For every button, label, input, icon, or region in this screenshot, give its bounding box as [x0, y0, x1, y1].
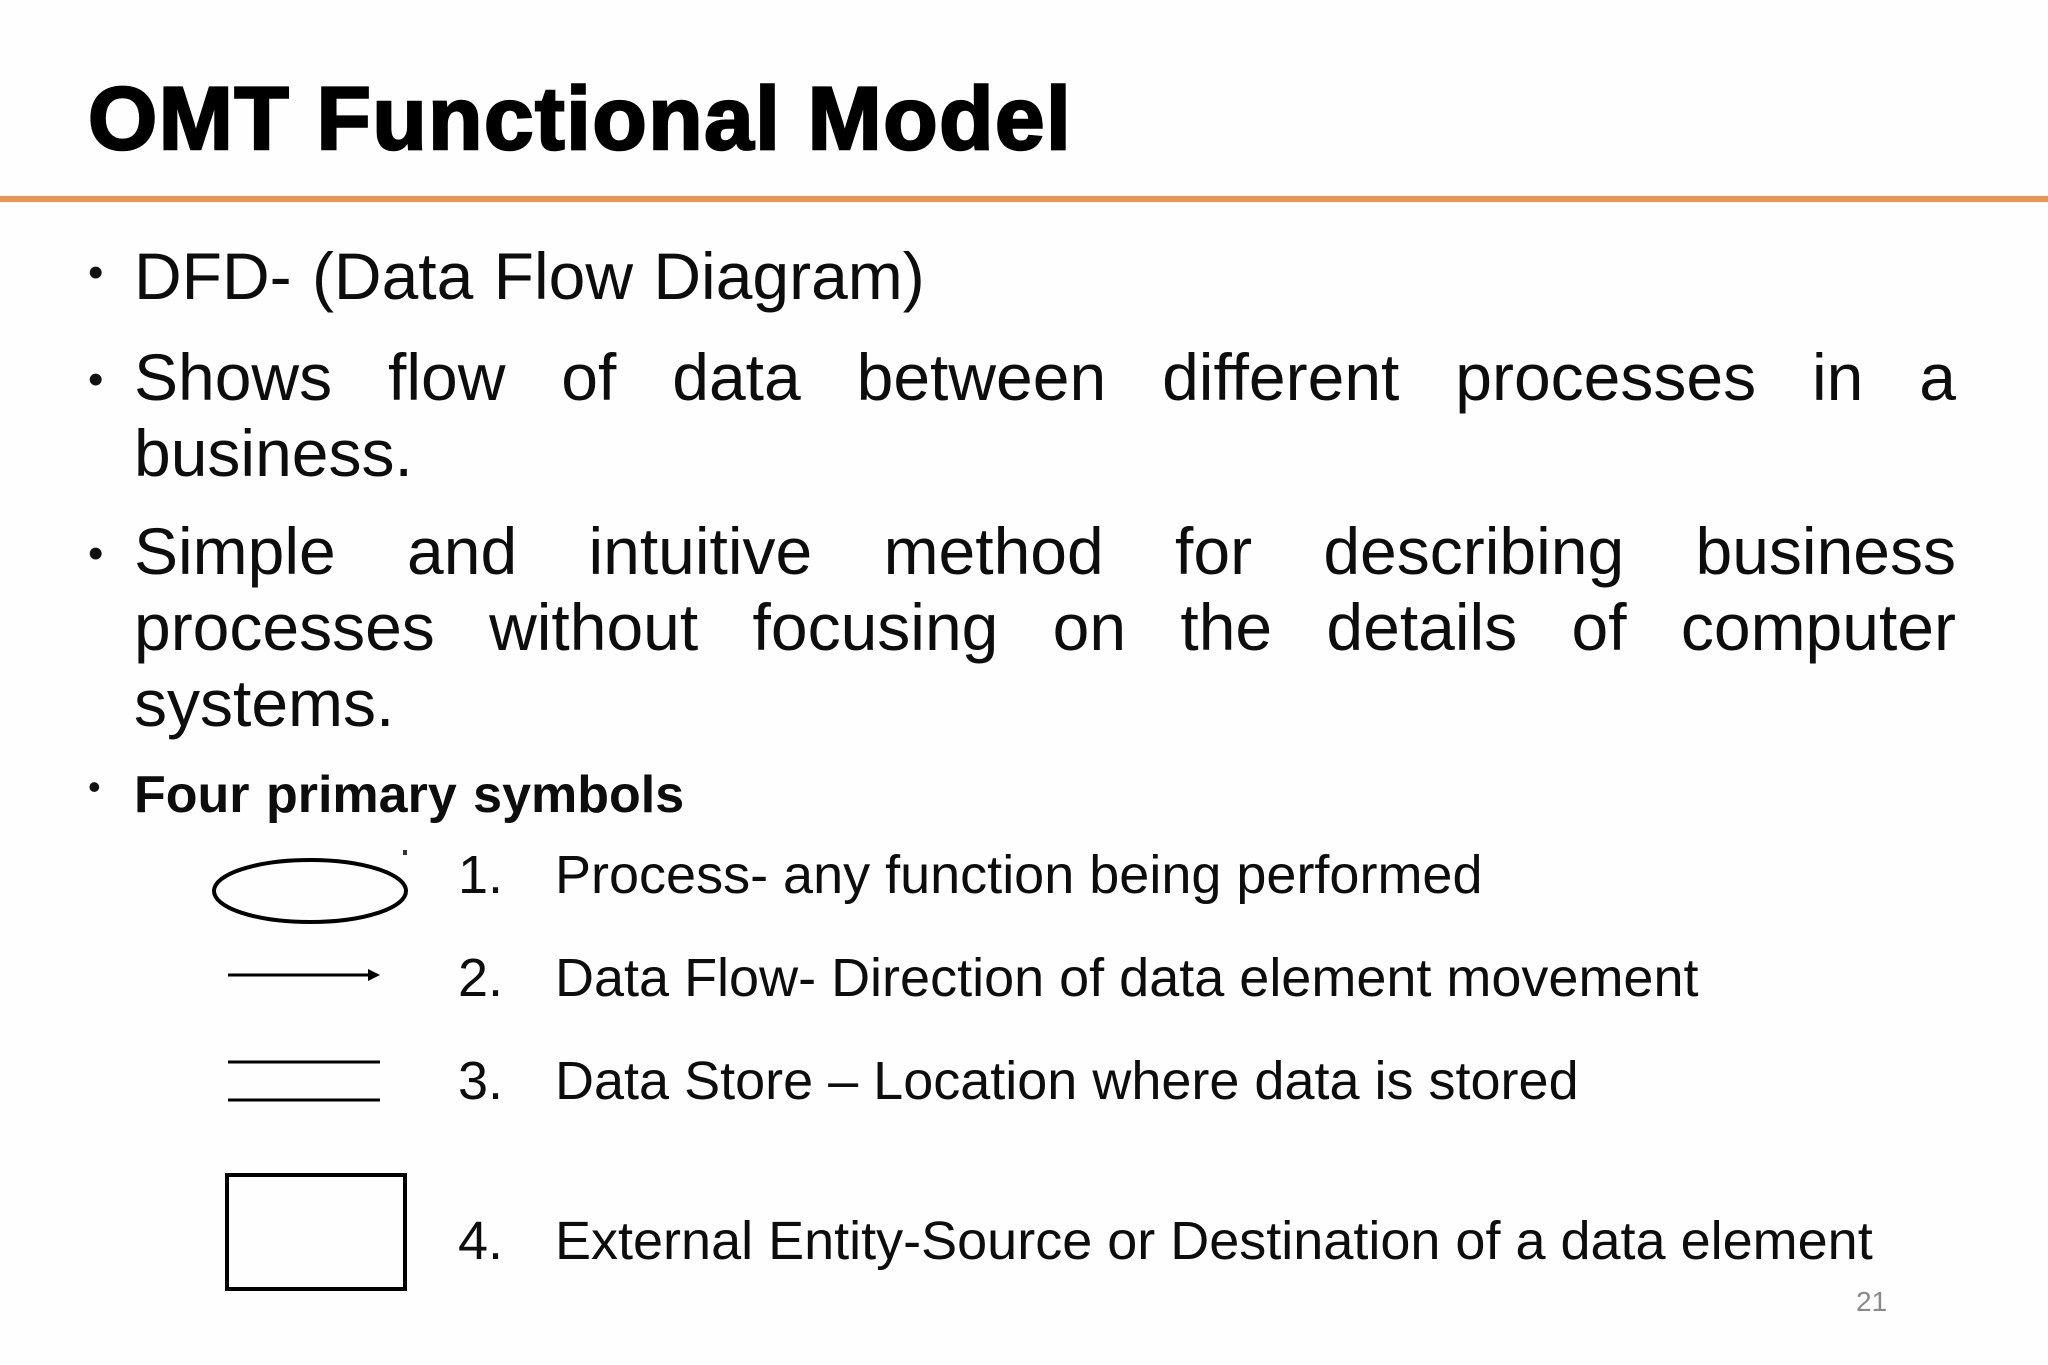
symbol-label: Data Flow- Direction of data element mov…: [555, 948, 1699, 1008]
arrow-right-icon: [228, 969, 380, 981]
parallel-lines-icon: [228, 1060, 380, 1102]
symbol-label: Process- any function being performed: [555, 845, 1483, 905]
symbol-number: 4.: [458, 1211, 504, 1271]
symbol-item-process: 1. Process- any function being performed: [458, 844, 1483, 906]
bullet-marker: •: [88, 355, 104, 404]
rectangle-icon: [225, 1173, 407, 1291]
title-divider: [0, 196, 2048, 202]
symbol-number: 1.: [458, 845, 504, 905]
page-number: 21: [1856, 1286, 1888, 1317]
slide-title: OMT Functional Model: [87, 68, 1073, 168]
bullet-text: Four primary symbols: [134, 766, 685, 824]
bullet-marker: •: [88, 766, 101, 807]
bullet-marker: •: [88, 248, 104, 297]
symbol-item-external-entity: 4. External Entity-Source or Destination …: [458, 1210, 1873, 1272]
bullet-marker: •: [88, 529, 104, 578]
bullet-text: Shows flow of data between different pro…: [134, 340, 1956, 490]
symbol-label: External Entity-Source or Destination of…: [555, 1211, 1873, 1271]
symbol-item-data-flow: 2. Data Flow- Direction of data element m…: [458, 947, 1699, 1009]
symbol-number: 3.: [458, 1051, 504, 1111]
symbol-item-data-store: 3. Data Store – Location where data is st…: [458, 1050, 1579, 1112]
symbol-label: Data Store – Location where data is stor…: [555, 1051, 1579, 1111]
bullet-text: Simple and intuitive method for describi…: [134, 514, 1956, 740]
ellipse-icon: [212, 850, 408, 924]
symbol-number: 2.: [458, 948, 504, 1008]
bullet-text: DFD- (Data Flow Diagram): [134, 239, 925, 313]
